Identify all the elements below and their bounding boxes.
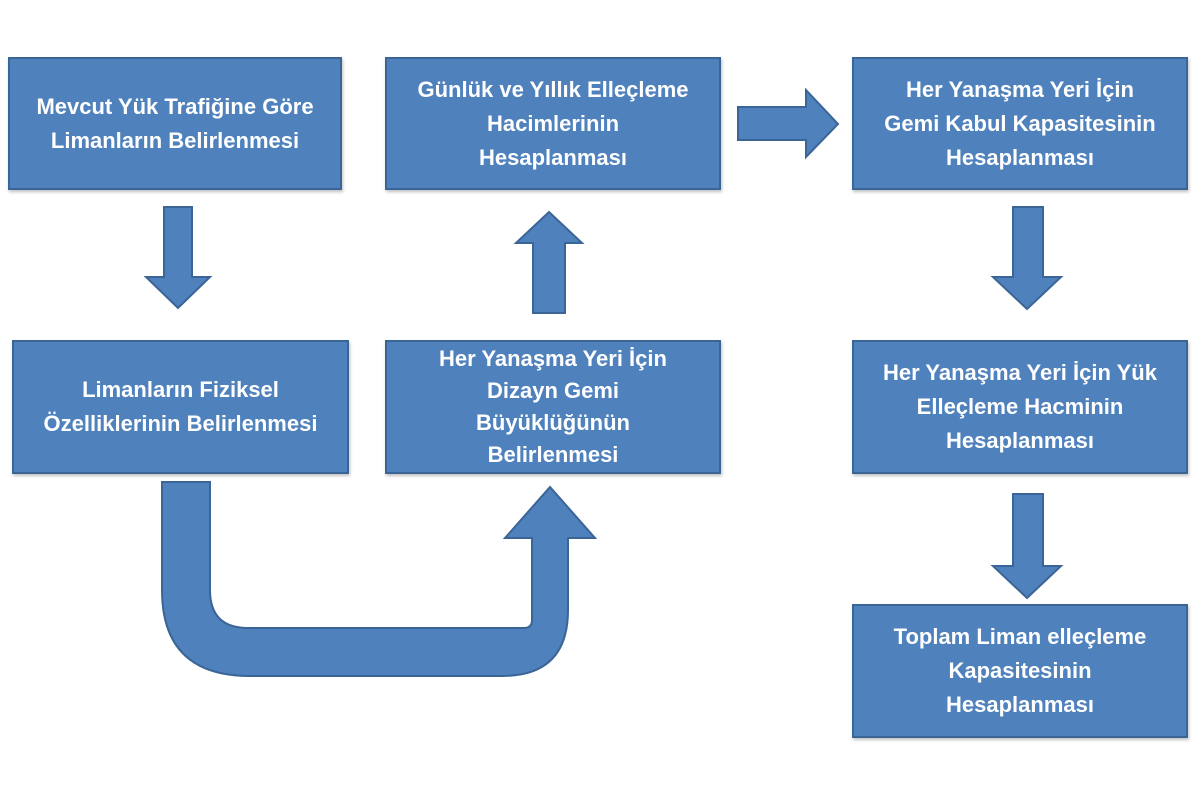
step-box-ship-acceptance-capacity: Her Yanaşma Yeri İçin Gemi Kabul Kapasit… <box>852 57 1188 190</box>
step-box-total-port-capacity: Toplam Liman elleçleme Kapasitesinin Hes… <box>852 604 1188 738</box>
arrow-down-step5-step6 <box>990 206 1064 311</box>
arrow-uturn-body <box>161 481 598 677</box>
step-box-handling-volumes: Günlük ve Yıllık Elleçleme Hacimlerinin … <box>385 57 721 190</box>
step-box-cargo-handling-volume: Her Yanaşma Yeri İçin Yük Elleçleme Hacm… <box>852 340 1188 474</box>
step-label: Toplam Liman elleçleme Kapasitesinin Hes… <box>893 624 1147 717</box>
step-label: Günlük ve Yıllık Elleçleme Hacimlerinin … <box>417 76 689 170</box>
arrow-right-step4-step5 <box>737 87 840 160</box>
arrow-up-step3-step4 <box>513 210 585 314</box>
arrow-down-step1-step2 <box>143 206 213 310</box>
step-label: Limanların Fiziksel Özelliklerinin Belir… <box>43 377 318 436</box>
step-label: Her Yanaşma Yeri İçin Gemi Kabul Kapasit… <box>884 76 1156 170</box>
arrow-down-step6-step7 <box>990 493 1064 600</box>
step-label: Her Yanaşma Yeri İçin Yük Elleçleme Hacm… <box>883 360 1157 453</box>
step-label: Mevcut Yük Trafiğine Göre Limanların Bel… <box>36 93 314 153</box>
step-label: Her Yanaşma Yeri İçin Dizayn Gemi Büyükl… <box>439 346 667 467</box>
step-box-determine-ports: Mevcut Yük Trafiğine Göre Limanların Bel… <box>8 57 342 190</box>
step-box-physical-features: Limanların Fiziksel Özelliklerinin Belir… <box>12 340 349 474</box>
step-box-design-ship-size: Her Yanaşma Yeri İçin Dizayn Gemi Büyükl… <box>385 340 721 474</box>
